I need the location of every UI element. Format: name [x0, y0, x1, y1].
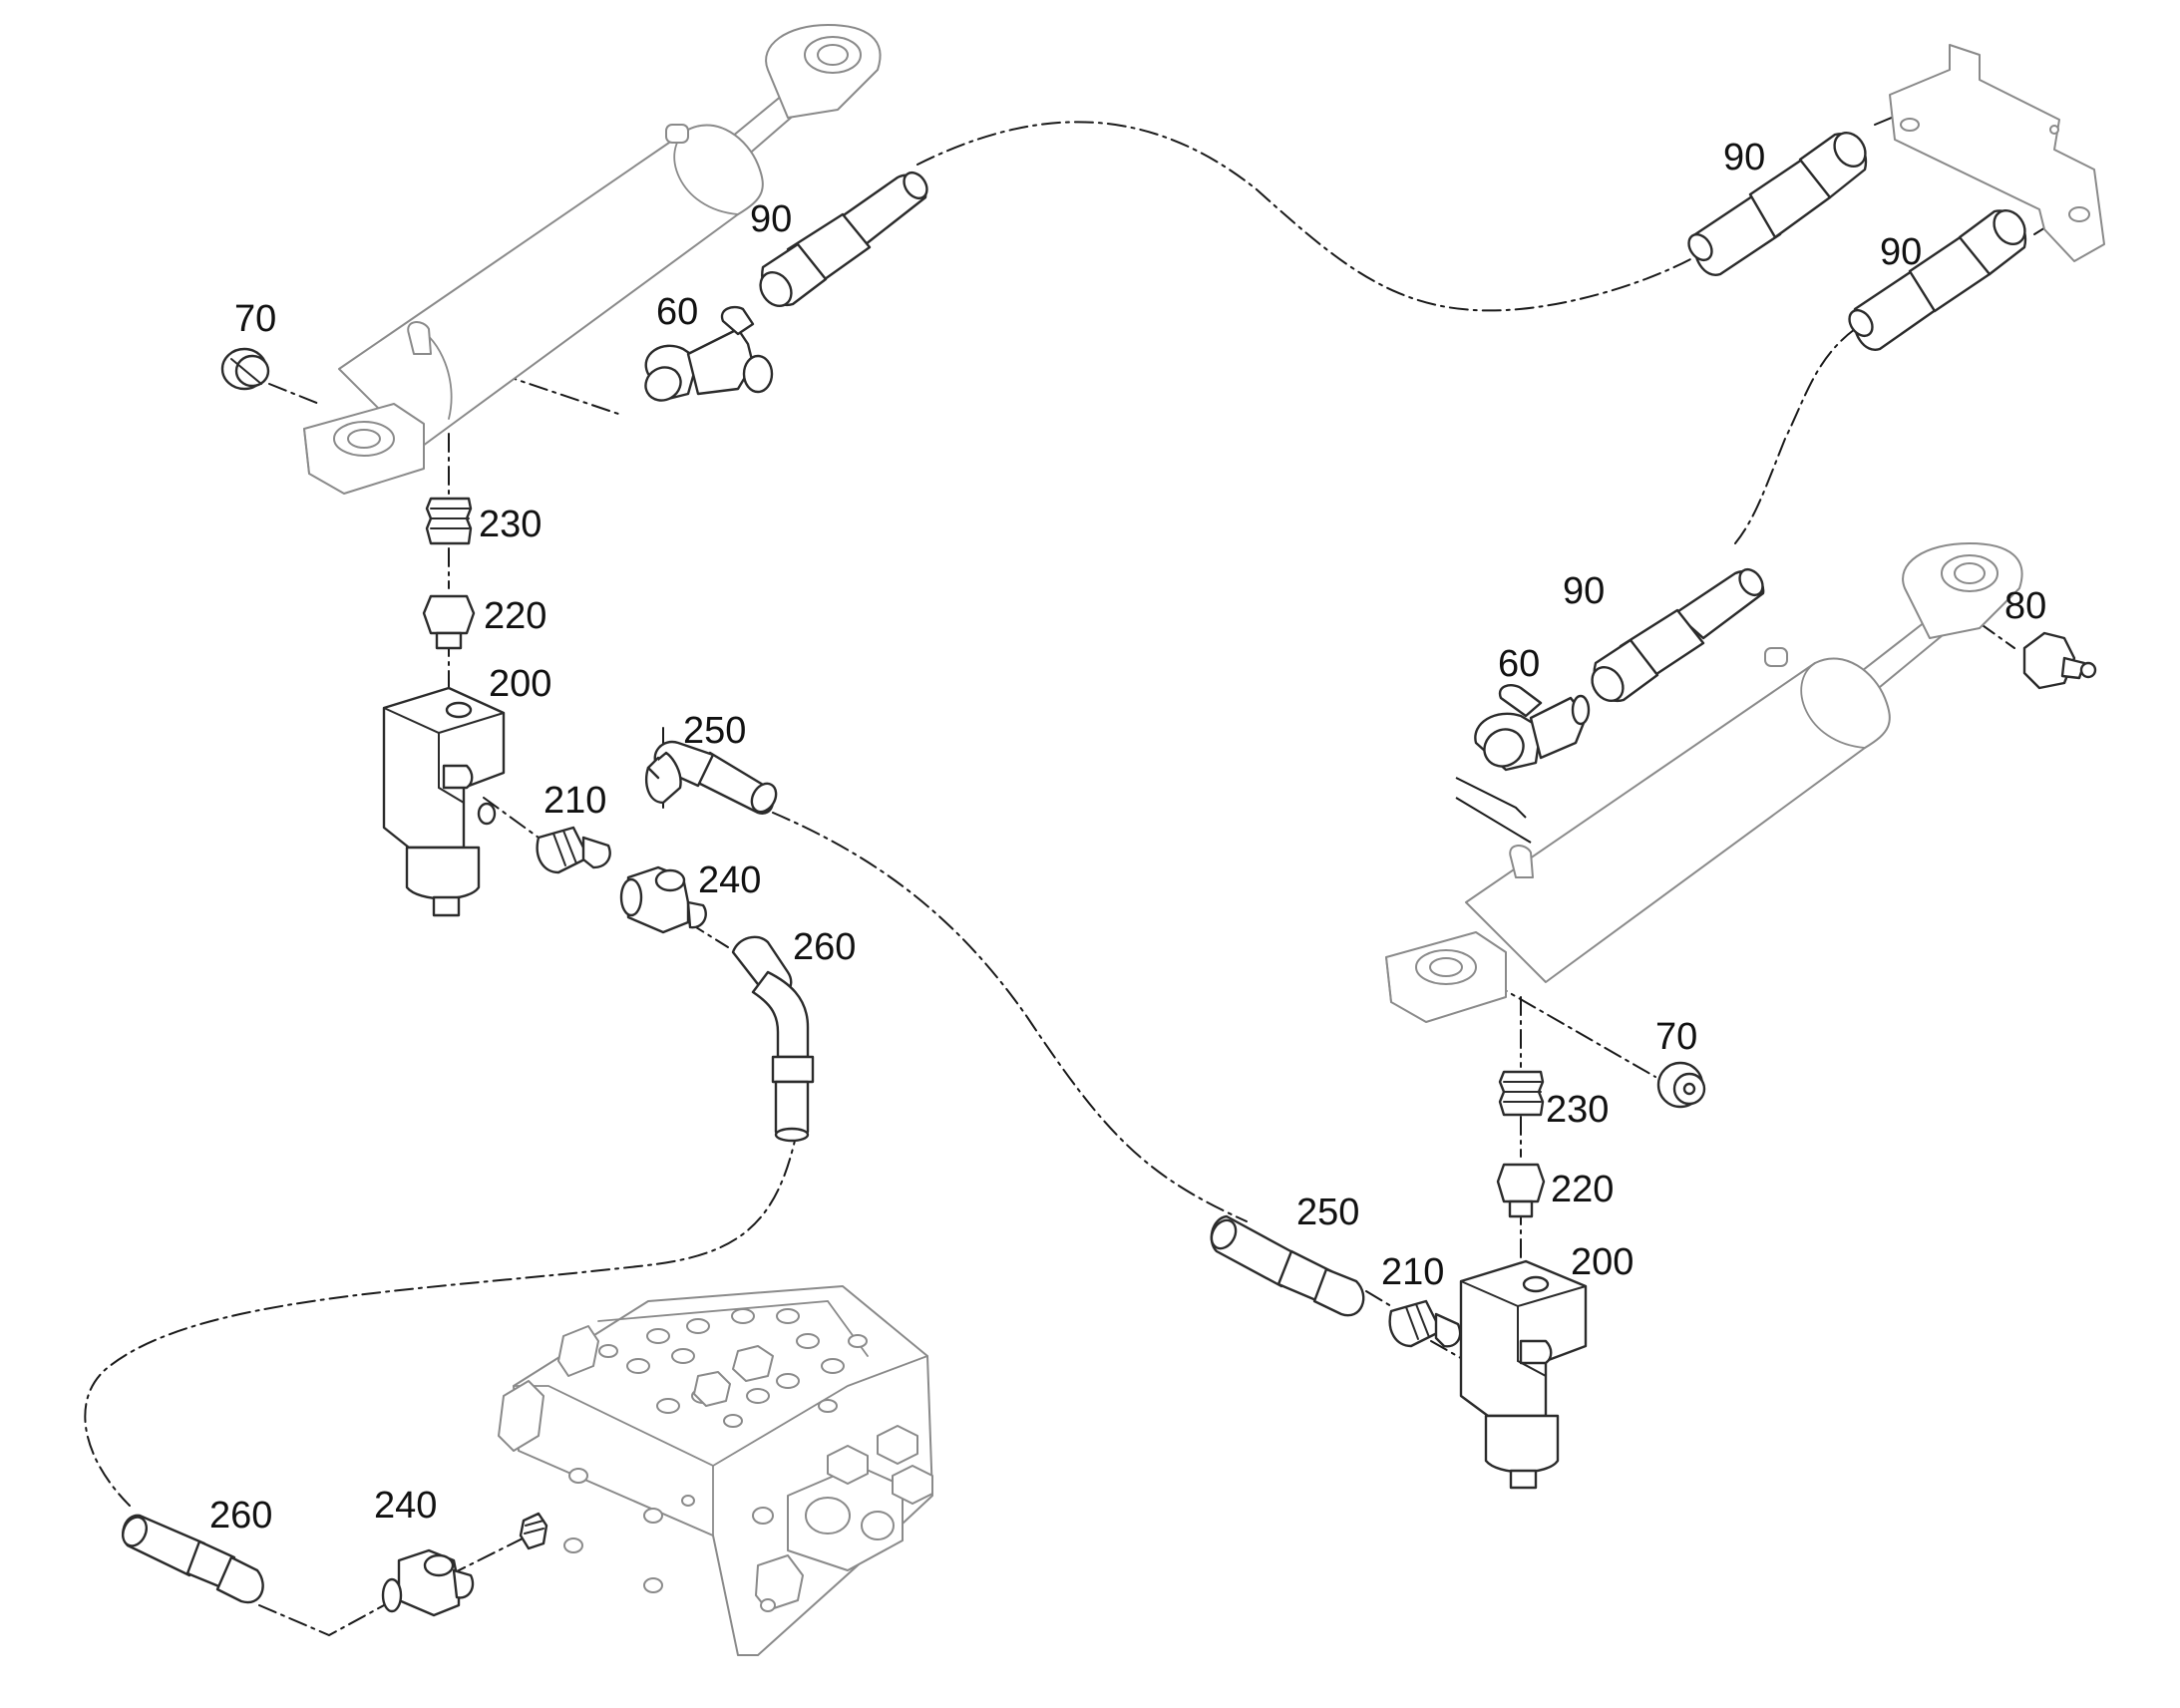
callout-260-lower: 260	[209, 1495, 272, 1537]
callout-240-left: 240	[698, 859, 761, 901]
plug-70-right	[1656, 1061, 1706, 1109]
callout-220-right: 220	[1551, 1169, 1614, 1210]
leader-lines	[84, 99, 2075, 1637]
tee-240-lower	[381, 1548, 475, 1617]
nipple-230-right	[1498, 1070, 1545, 1117]
callout-70-right: 70	[1655, 1016, 1697, 1058]
hose-250-lower	[1210, 1214, 1365, 1317]
valve-port-fitting	[519, 1512, 548, 1550]
tee-240-left	[619, 865, 707, 934]
adapter-210-left	[536, 826, 611, 874]
callout-210-left: 210	[544, 780, 606, 822]
valve-200-right	[1459, 1259, 1588, 1490]
callout-200-right: 200	[1571, 1241, 1634, 1283]
callout-230-right: 230	[1546, 1089, 1609, 1131]
callout-labels: 70 90 60 90 90 230 220 200 250 210 240 2…	[209, 137, 2046, 1537]
hose-260-lower	[121, 1514, 264, 1604]
callout-200-left: 200	[489, 663, 551, 705]
control-valve-block	[498, 1285, 933, 1656]
fitting-80	[2022, 631, 2097, 690]
callout-70-left: 70	[234, 298, 276, 340]
mounting-bracket	[1889, 44, 2105, 262]
hose-250-upper	[644, 740, 778, 815]
hydraulic-cylinder-right	[1385, 542, 2023, 1023]
callout-240-lower: 240	[374, 1485, 437, 1527]
callout-60-right: 60	[1498, 643, 1540, 685]
hose-90-right-upper	[1848, 209, 2027, 351]
callout-80: 80	[2004, 585, 2046, 627]
callout-250-lower: 250	[1296, 1192, 1359, 1233]
hose-90-right-lower	[1591, 567, 1765, 703]
callout-90-right-upper: 90	[1880, 231, 1922, 273]
callout-90-right-lower: 90	[1563, 570, 1605, 612]
adapter-210-right	[1388, 1299, 1462, 1348]
callout-250-upper: 250	[683, 710, 746, 752]
hydraulic-cylinder-left	[303, 24, 882, 495]
callout-60-left: 60	[656, 291, 698, 333]
callout-230-left: 230	[479, 504, 542, 545]
hose-90-top-left	[759, 171, 928, 307]
plug-70-left	[220, 347, 270, 391]
hose-90-top-right	[1687, 132, 1868, 276]
callout-90-top-right: 90	[1723, 137, 1765, 178]
tee-60-right	[1474, 684, 1591, 772]
valve-block-bolt-holes	[598, 1308, 868, 1428]
nut-220-right	[1496, 1163, 1546, 1218]
hose-260-elbow	[731, 935, 815, 1143]
nipple-230-left	[425, 497, 473, 545]
callout-220-left: 220	[484, 595, 546, 637]
tee-60-left	[644, 305, 774, 402]
valve-200-left	[382, 686, 506, 917]
callout-210-right: 210	[1381, 1251, 1444, 1293]
callout-260-elbow: 260	[793, 926, 856, 968]
callout-90-top-left: 90	[750, 198, 792, 240]
nut-220-left	[422, 594, 476, 650]
